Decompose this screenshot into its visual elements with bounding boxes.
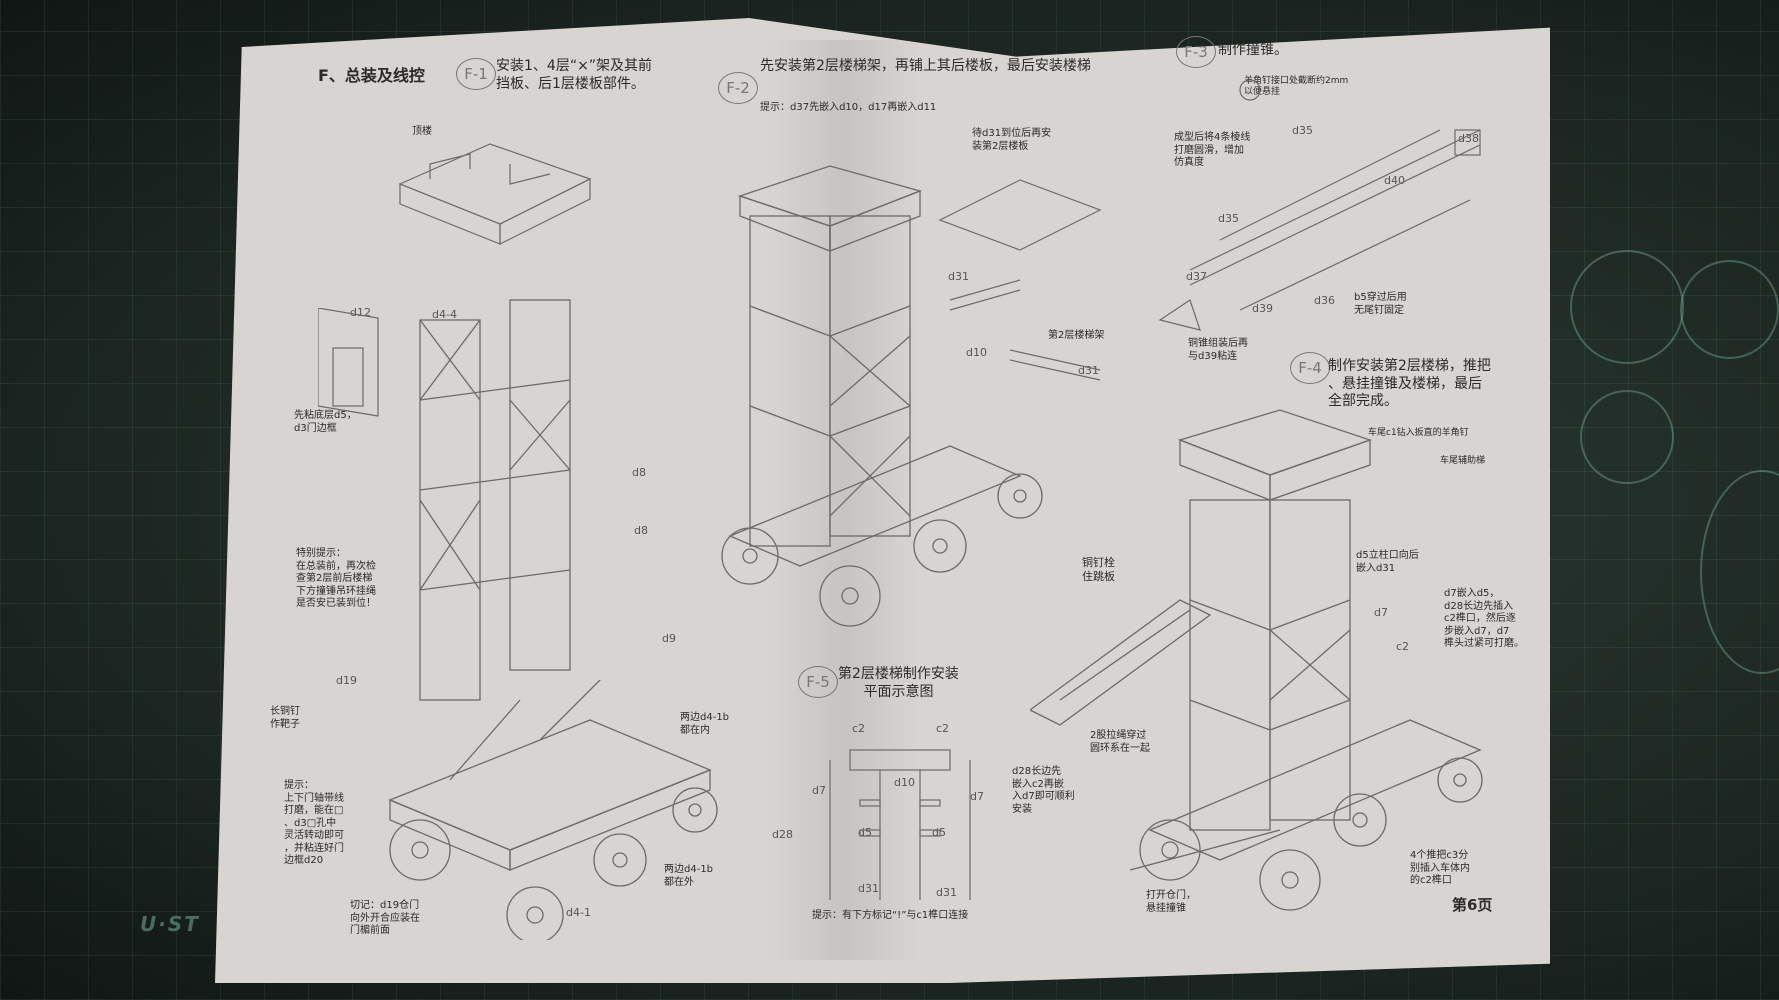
note-top-floor: 顶楼: [412, 126, 432, 137]
part-label-d31a: d31: [948, 270, 969, 283]
note-d5: d5立柱口向后 嵌入d31: [1356, 550, 1419, 574]
note-door-tip: 提示： 上下门轴带线 打磨，能在□ 、d3□孔中 灵活转动即可 ，并粘连好门 边…: [284, 780, 344, 866]
step-f2-text: 先安装第2层楼梯架，再铺上其后楼板，最后安装楼梯: [760, 58, 1091, 74]
part-label-d31c: d31: [858, 882, 879, 895]
note-both-out: 两边d4-1b 都在外: [664, 864, 714, 888]
sheet-fold-shadow: [770, 40, 920, 960]
note-front-door: 先粘底层d5， d3门边框: [294, 410, 357, 434]
note-polish: 成型后将4条棱线 打磨圆滑，增加 仿真度: [1174, 132, 1251, 168]
note-open-door: 打开仓门， 悬挂撞锥: [1146, 890, 1196, 914]
diagram-tower-final: [1030, 409, 1483, 911]
part-label-d19: d19: [336, 674, 357, 687]
step-badge-f5: F-5: [798, 666, 838, 698]
part-label-d39: d39: [1252, 302, 1273, 315]
diagram-tower-assembled-middle: [721, 165, 1043, 627]
part-label-d38: d38: [1458, 132, 1479, 145]
note-angle-nail: 羊角钉接口处截断约2mm 以便悬挂: [1244, 76, 1349, 98]
part-label-d31d: d31: [936, 886, 957, 899]
note-door-caution: 切记：d19仓门 向外开合应装在 门楣前面: [350, 900, 420, 936]
step-badge-f2: F-2: [718, 72, 758, 104]
part-label-d8b: d8: [634, 524, 648, 537]
part-label-d35b: d35: [1218, 212, 1239, 225]
note-rope: 2股拉绳穿过 圆环系在一起: [1090, 730, 1150, 754]
diagram-tower-frame-left: [419, 299, 571, 701]
note-copper-cone: 铜锥组装后再 与d39粘连: [1188, 338, 1248, 362]
part-label-c2a: c2: [852, 722, 866, 735]
part-label-d10b: d10: [894, 776, 915, 789]
note-special-tip: 特别提示： 在总装前，再次检 查第2层前后楼梯 下方撞锤吊环挂绳 是否安已装到位…: [296, 548, 376, 609]
mat-ring-2: [1580, 390, 1674, 484]
part-label-d10: d10: [966, 346, 987, 359]
mat-ring-3: [1680, 260, 1779, 359]
part-label-c2c: c2: [1396, 640, 1410, 653]
note-bottom-tip: 提示：有下方标记“!”与c1榫口连接: [812, 910, 969, 921]
part-label-d7a: d7: [812, 784, 826, 797]
part-label-d36: d36: [1314, 294, 1335, 307]
step-f4-text: 制作安装第2层楼梯，推把 、悬挂撞锥及楼梯，最后 全部完成。: [1328, 358, 1491, 409]
note-stair-frame: 第2层楼梯架: [1048, 330, 1105, 341]
diagram-top-floor: [398, 143, 592, 245]
part-label-d28: d28: [772, 828, 793, 841]
step-f2-tip: 提示：d37先嵌入d10，d17再嵌入d11: [760, 102, 937, 113]
mat-logo: U·ST: [140, 912, 200, 936]
part-label-d4-1: d4-1: [566, 906, 591, 919]
part-label-d8a: d8: [632, 466, 646, 479]
page-number: 第6页: [1452, 896, 1493, 914]
part-label-d31b: d31: [1078, 364, 1099, 377]
note-both-in: 两边d4-1b 都在内: [680, 712, 730, 736]
step-badge-f4: F-4: [1290, 352, 1330, 384]
part-label-d35a: d35: [1292, 124, 1313, 137]
step-f5-text: 第2层楼梯制作安装 平面示意图: [838, 666, 959, 700]
note-tail-aux: 车尾辅助梯: [1440, 456, 1486, 466]
note-four-push: 4个推把c3分 别插入车体内 的c2榫口: [1410, 850, 1470, 886]
diagram-door-panel: [318, 308, 379, 417]
note-d7: d7嵌入d5， d28长边先插入 c2榫口，然后逐 步嵌入d7，d7 榫头过紧可…: [1444, 588, 1524, 649]
part-label-d7b: d7: [970, 790, 984, 803]
step-f1-text: 安装1、4层“×”架及其前 挡板、后1层楼板部件。: [496, 58, 653, 92]
note-copper-pin: 铜钉栓 住跳板: [1082, 556, 1115, 583]
part-label-d7c: d7: [1374, 606, 1388, 619]
section-title: F、总装及线控: [318, 66, 425, 85]
note-d28: d28长边先 嵌入c2再嵌 入d7即可顺利 安装: [1012, 766, 1075, 815]
note-long-nail: 长铜钉 作靶子: [270, 706, 300, 730]
step-f3-text: 制作撞锥。: [1218, 42, 1288, 58]
note-tail-nail: 车尾c1钻入扳直的羊角钉: [1368, 428, 1469, 438]
part-label-c2b: c2: [936, 722, 950, 735]
note-d31: 待d31到位后再安 装第2层楼板: [972, 128, 1052, 152]
diagram-stair-pieces-middle: [938, 179, 1102, 381]
step-badge-f1: F-1: [456, 58, 496, 90]
part-label-d9: d9: [662, 632, 676, 645]
diagram-ram-parts: [1158, 79, 1481, 331]
diagram-f5-plan: [829, 749, 971, 900]
mat-ring-1: [1570, 250, 1684, 364]
diagram-cart-base-left: [388, 680, 718, 940]
part-label-d4-4: d4-4: [432, 308, 457, 321]
step-badge-f3: F-3: [1176, 36, 1216, 68]
note-b5: b5穿过后用 无尾钉固定: [1354, 292, 1407, 316]
